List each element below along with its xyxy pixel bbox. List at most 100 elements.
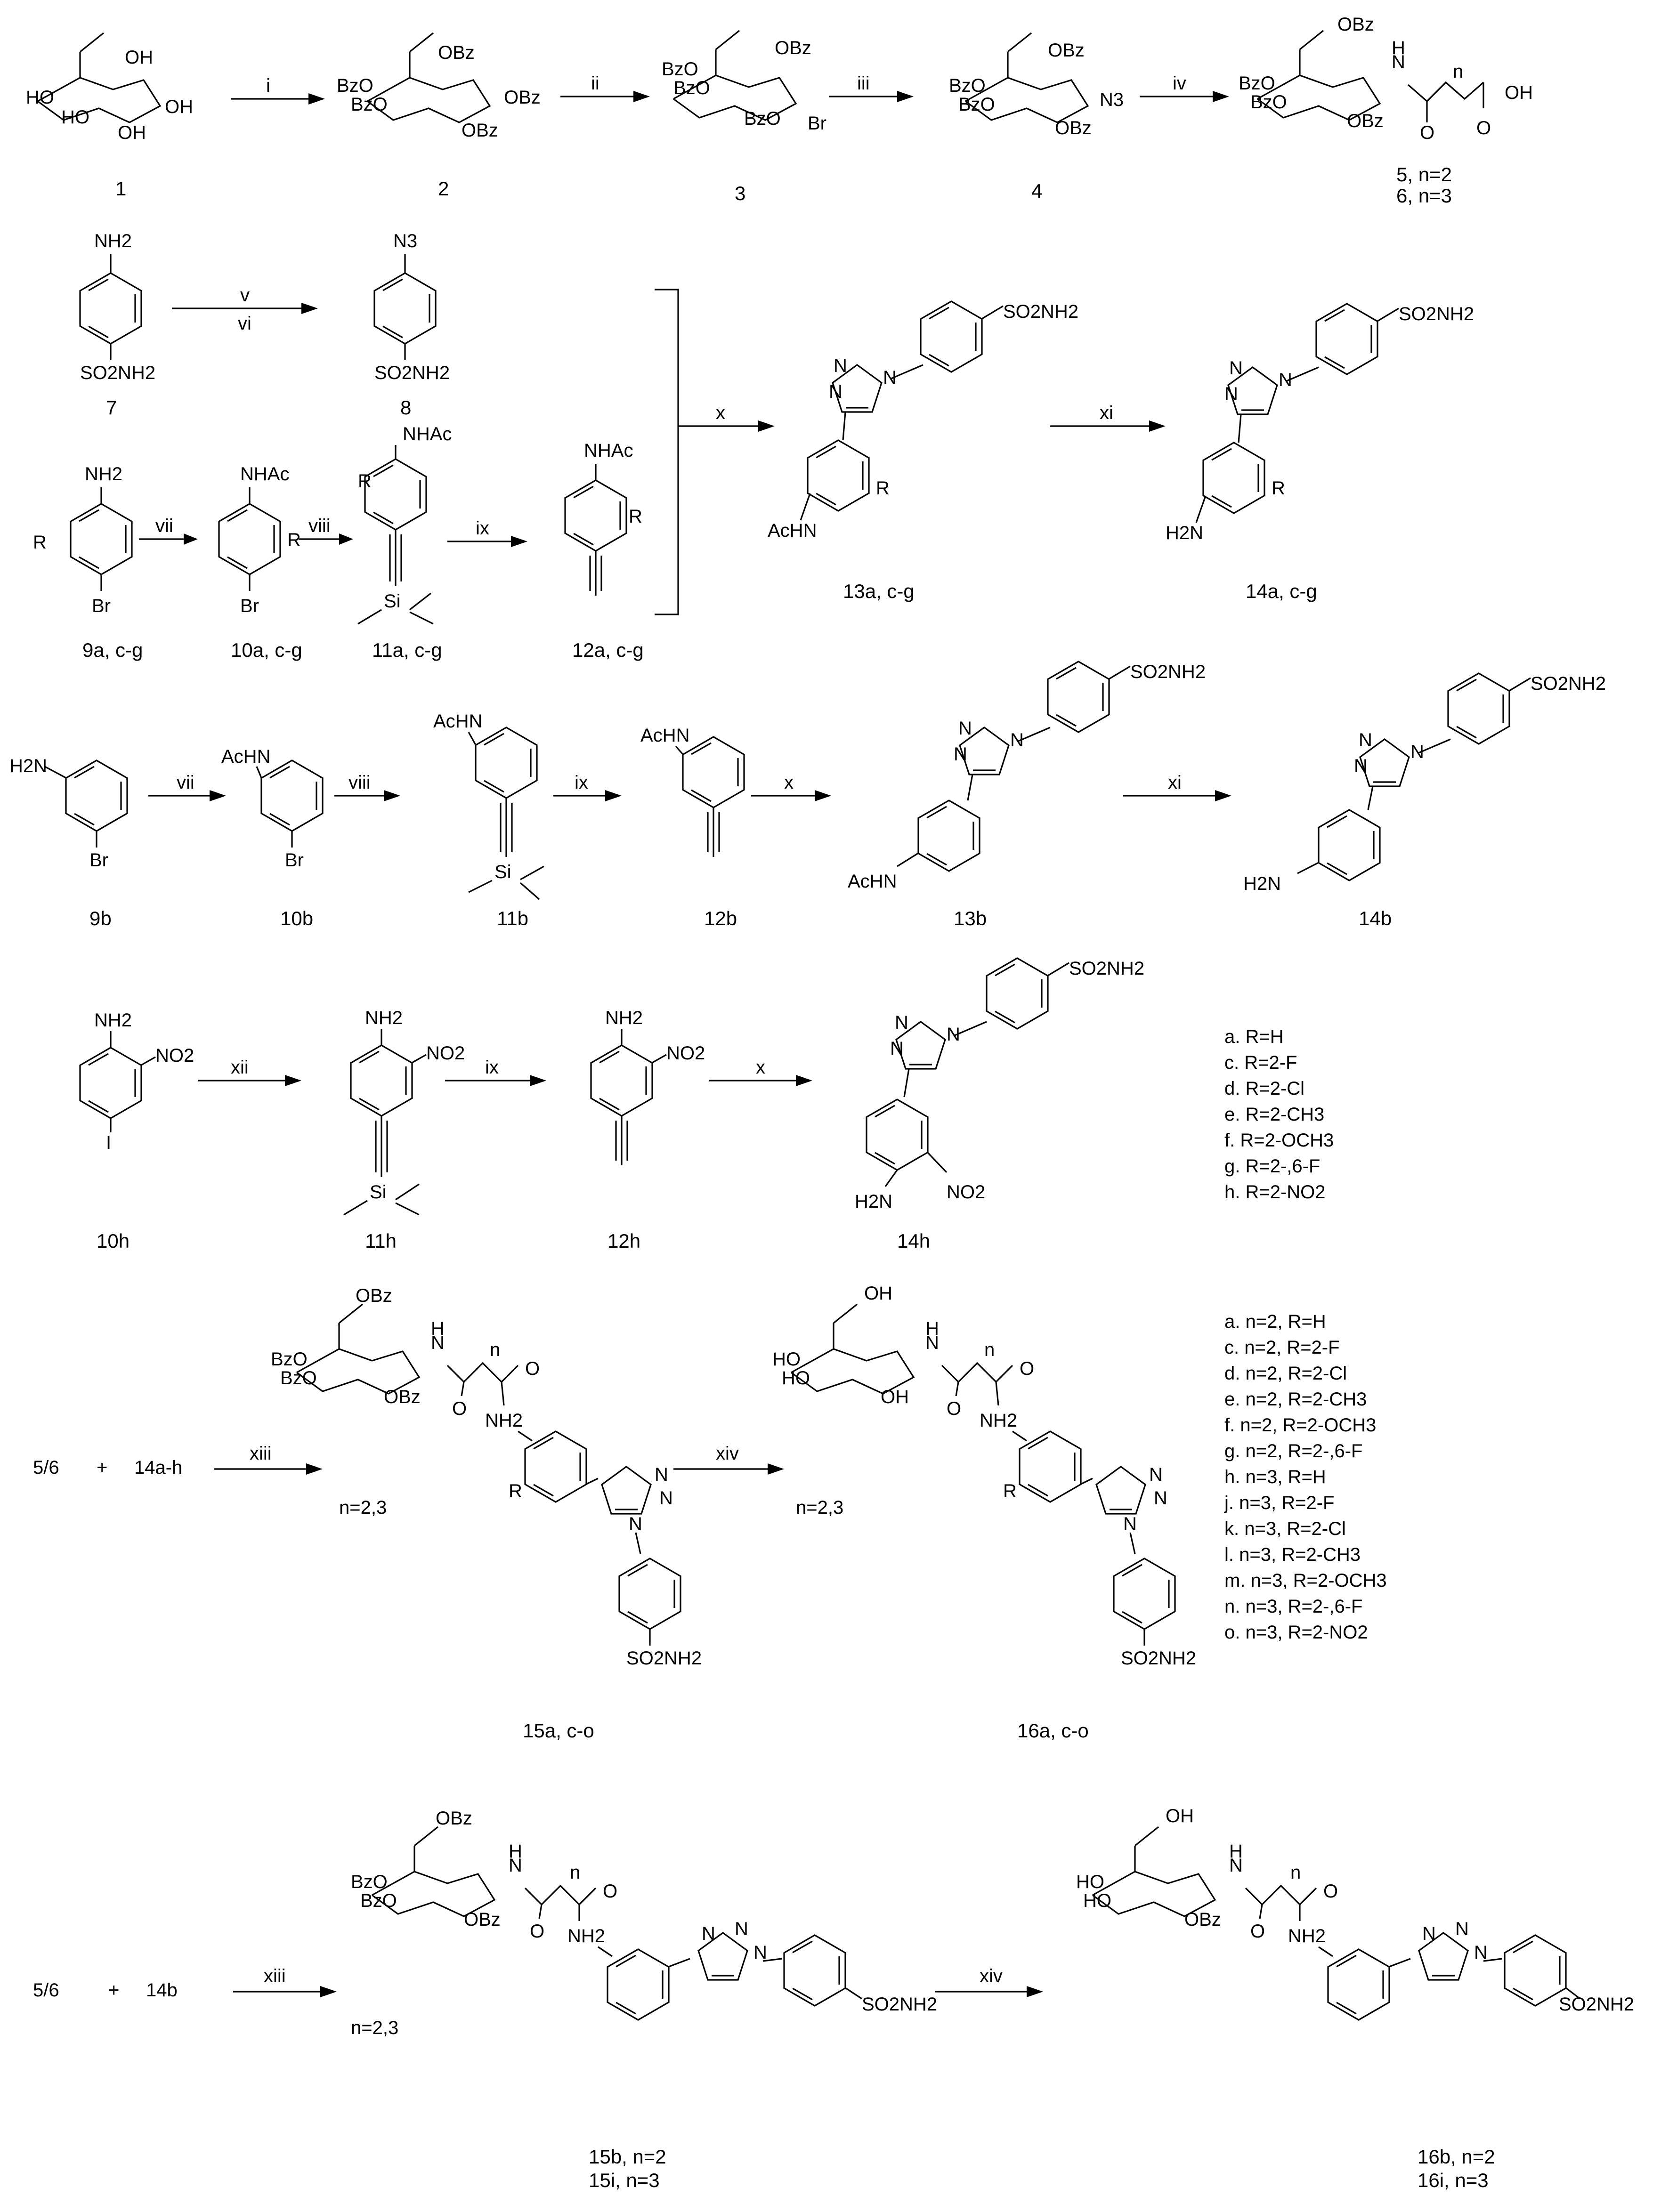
arrow-iv: iv (1140, 73, 1229, 102)
compound-3: BzO BzO OBz BzO Br 3 (662, 30, 826, 204)
svg-text:OH: OH (1166, 1806, 1194, 1826)
compound-11h: NH2 NO2 Si 11h (343, 1008, 465, 1252)
svg-text:n: n (1290, 1862, 1301, 1883)
svg-text:R: R (876, 478, 890, 499)
compound-8: N3 SO2NH2 8 (373, 231, 450, 419)
svg-text:BzO: BzO (351, 94, 388, 115)
svg-text:OBz: OBz (775, 38, 811, 58)
svg-text:O: O (603, 1881, 617, 1902)
svg-text:a. n=2, R=H: a. n=2, R=H (1224, 1311, 1326, 1332)
svg-text:11a, c-g: 11a, c-g (372, 639, 442, 661)
svg-text:AcHN: AcHN (640, 725, 689, 746)
svg-text:OBz: OBz (1048, 40, 1085, 61)
svg-text:O: O (1420, 122, 1434, 143)
svg-text:Br: Br (808, 113, 826, 134)
svg-text:i: i (266, 75, 270, 96)
svg-text:g. n=2, R=2-,6-F: g. n=2, R=2-,6-F (1224, 1441, 1362, 1461)
svg-text:N: N (659, 1488, 673, 1509)
svg-text:O: O (1250, 1921, 1265, 1942)
svg-text:1: 1 (115, 178, 126, 200)
svg-text:16b, n=2: 16b, n=2 (1418, 2146, 1495, 2168)
svg-text:NO2: NO2 (426, 1043, 465, 1064)
arrow-x-meta: x (751, 772, 831, 801)
compound-5-6: BzO BzO OBz OBz N H O n O OH 5, n=2 6, n… (1239, 14, 1533, 207)
svg-text:SO2NH2: SO2NH2 (1399, 304, 1474, 324)
svg-text:NHAc: NHAc (584, 440, 633, 461)
compound-12b: AcHN 12b (640, 725, 745, 929)
svg-text:f. n=2, R=2-OCH3: f. n=2, R=2-OCH3 (1224, 1415, 1376, 1436)
svg-text:x: x (784, 772, 794, 793)
svg-text:R: R (509, 1481, 522, 1502)
svg-text:N: N (895, 1012, 908, 1033)
svg-text:14a-h: 14a-h (134, 1457, 182, 1478)
svg-text:xii: xii (231, 1057, 249, 1078)
svg-text:N: N (655, 1464, 668, 1485)
svg-text:Si: Si (494, 862, 511, 882)
svg-text:vi: vi (238, 313, 251, 334)
svg-text:c. R=2-F: c. R=2-F (1224, 1052, 1297, 1073)
svg-text:6, n=3: 6, n=3 (1396, 185, 1452, 207)
svg-text:10b: 10b (280, 907, 313, 929)
svg-text:15a, c-o: 15a, c-o (523, 1720, 594, 1742)
svg-text:c. n=2, R=2-F: c. n=2, R=2-F (1224, 1337, 1340, 1358)
svg-text:AcHN: AcHN (848, 871, 897, 892)
svg-text:12b: 12b (704, 907, 737, 929)
svg-text:NH2: NH2 (567, 1926, 605, 1946)
svg-text:OH: OH (118, 122, 146, 143)
svg-text:n=2,3: n=2,3 (351, 2018, 398, 2038)
svg-text:R: R (629, 506, 642, 527)
svg-text:16a, c-o: 16a, c-o (1017, 1720, 1089, 1742)
svg-text:16i, n=3: 16i, n=3 (1418, 2169, 1489, 2191)
compound-1: HO HO OH OH OH 1 (26, 32, 193, 200)
svg-text:vii: vii (177, 772, 194, 793)
svg-text:OBz: OBz (464, 1909, 501, 1930)
svg-text:N3: N3 (393, 231, 417, 251)
svg-text:H: H (509, 1841, 522, 1862)
svg-text:f. R=2-OCH3: f. R=2-OCH3 (1224, 1130, 1334, 1151)
svg-text:OBz: OBz (1337, 14, 1374, 35)
svg-text:xiii: xiii (250, 1443, 272, 1464)
svg-text:AcHN: AcHN (433, 711, 482, 732)
svg-text:9a, c-g: 9a, c-g (82, 639, 143, 661)
svg-text:BzO: BzO (337, 75, 373, 96)
svg-text:OBz: OBz (1347, 111, 1384, 131)
compound-11b: AcHN Si 11b (433, 711, 544, 929)
svg-text:H2N: H2N (855, 1191, 892, 1212)
svg-text:H2N: H2N (1166, 523, 1203, 543)
svg-text:N: N (431, 1332, 445, 1353)
svg-text:OH: OH (1505, 82, 1533, 103)
svg-text:e. n=2, R=2-CH3: e. n=2, R=2-CH3 (1224, 1389, 1367, 1410)
compound-10b: AcHN Br 10b (221, 746, 324, 929)
svg-text:SO2NH2: SO2NH2 (1130, 662, 1206, 682)
svg-text:n=2,3: n=2,3 (796, 1497, 843, 1518)
svg-text:ix: ix (575, 772, 588, 793)
svg-text:BzO: BzO (280, 1368, 317, 1389)
compound-14acg: N N N SO2NH2 R H2N 14a, c-g (1166, 303, 1474, 602)
svg-text:NH2: NH2 (94, 1010, 132, 1031)
svg-text:N: N (1229, 1855, 1243, 1876)
svg-text:R: R (358, 471, 372, 492)
legend-n-r-variants: a. n=2, R=H c. n=2, R=2-F d. n=2, R=2-Cl… (1224, 1311, 1387, 1643)
arrow-i: i (231, 75, 325, 105)
arrow-v-vi: v vi (172, 285, 318, 334)
svg-text:AcHN: AcHN (768, 520, 817, 541)
svg-text:N: N (629, 1514, 642, 1534)
svg-text:O: O (1323, 1881, 1338, 1902)
compound-14b: N N N SO2NH2 H2N 14b (1243, 672, 1606, 929)
svg-text:h. n=3, R=H: h. n=3, R=H (1224, 1467, 1326, 1487)
svg-text:d. R=2-Cl: d. R=2-Cl (1224, 1078, 1304, 1099)
svg-text:N: N (925, 1332, 939, 1353)
svg-text:viii: viii (308, 516, 331, 536)
arrow-ix-para: ix (447, 518, 527, 547)
svg-text:xiv: xiv (980, 1966, 1003, 1986)
svg-text:OBz: OBz (462, 120, 498, 141)
svg-text:NH2: NH2 (980, 1410, 1017, 1431)
svg-text:R: R (33, 532, 47, 553)
svg-text:O: O (452, 1398, 467, 1419)
svg-text:NH2: NH2 (85, 464, 122, 484)
svg-text:N: N (1422, 1923, 1436, 1944)
svg-text:11b: 11b (497, 907, 528, 929)
svg-text:xi: xi (1168, 772, 1182, 793)
svg-text:a. R=H: a. R=H (1224, 1026, 1284, 1047)
